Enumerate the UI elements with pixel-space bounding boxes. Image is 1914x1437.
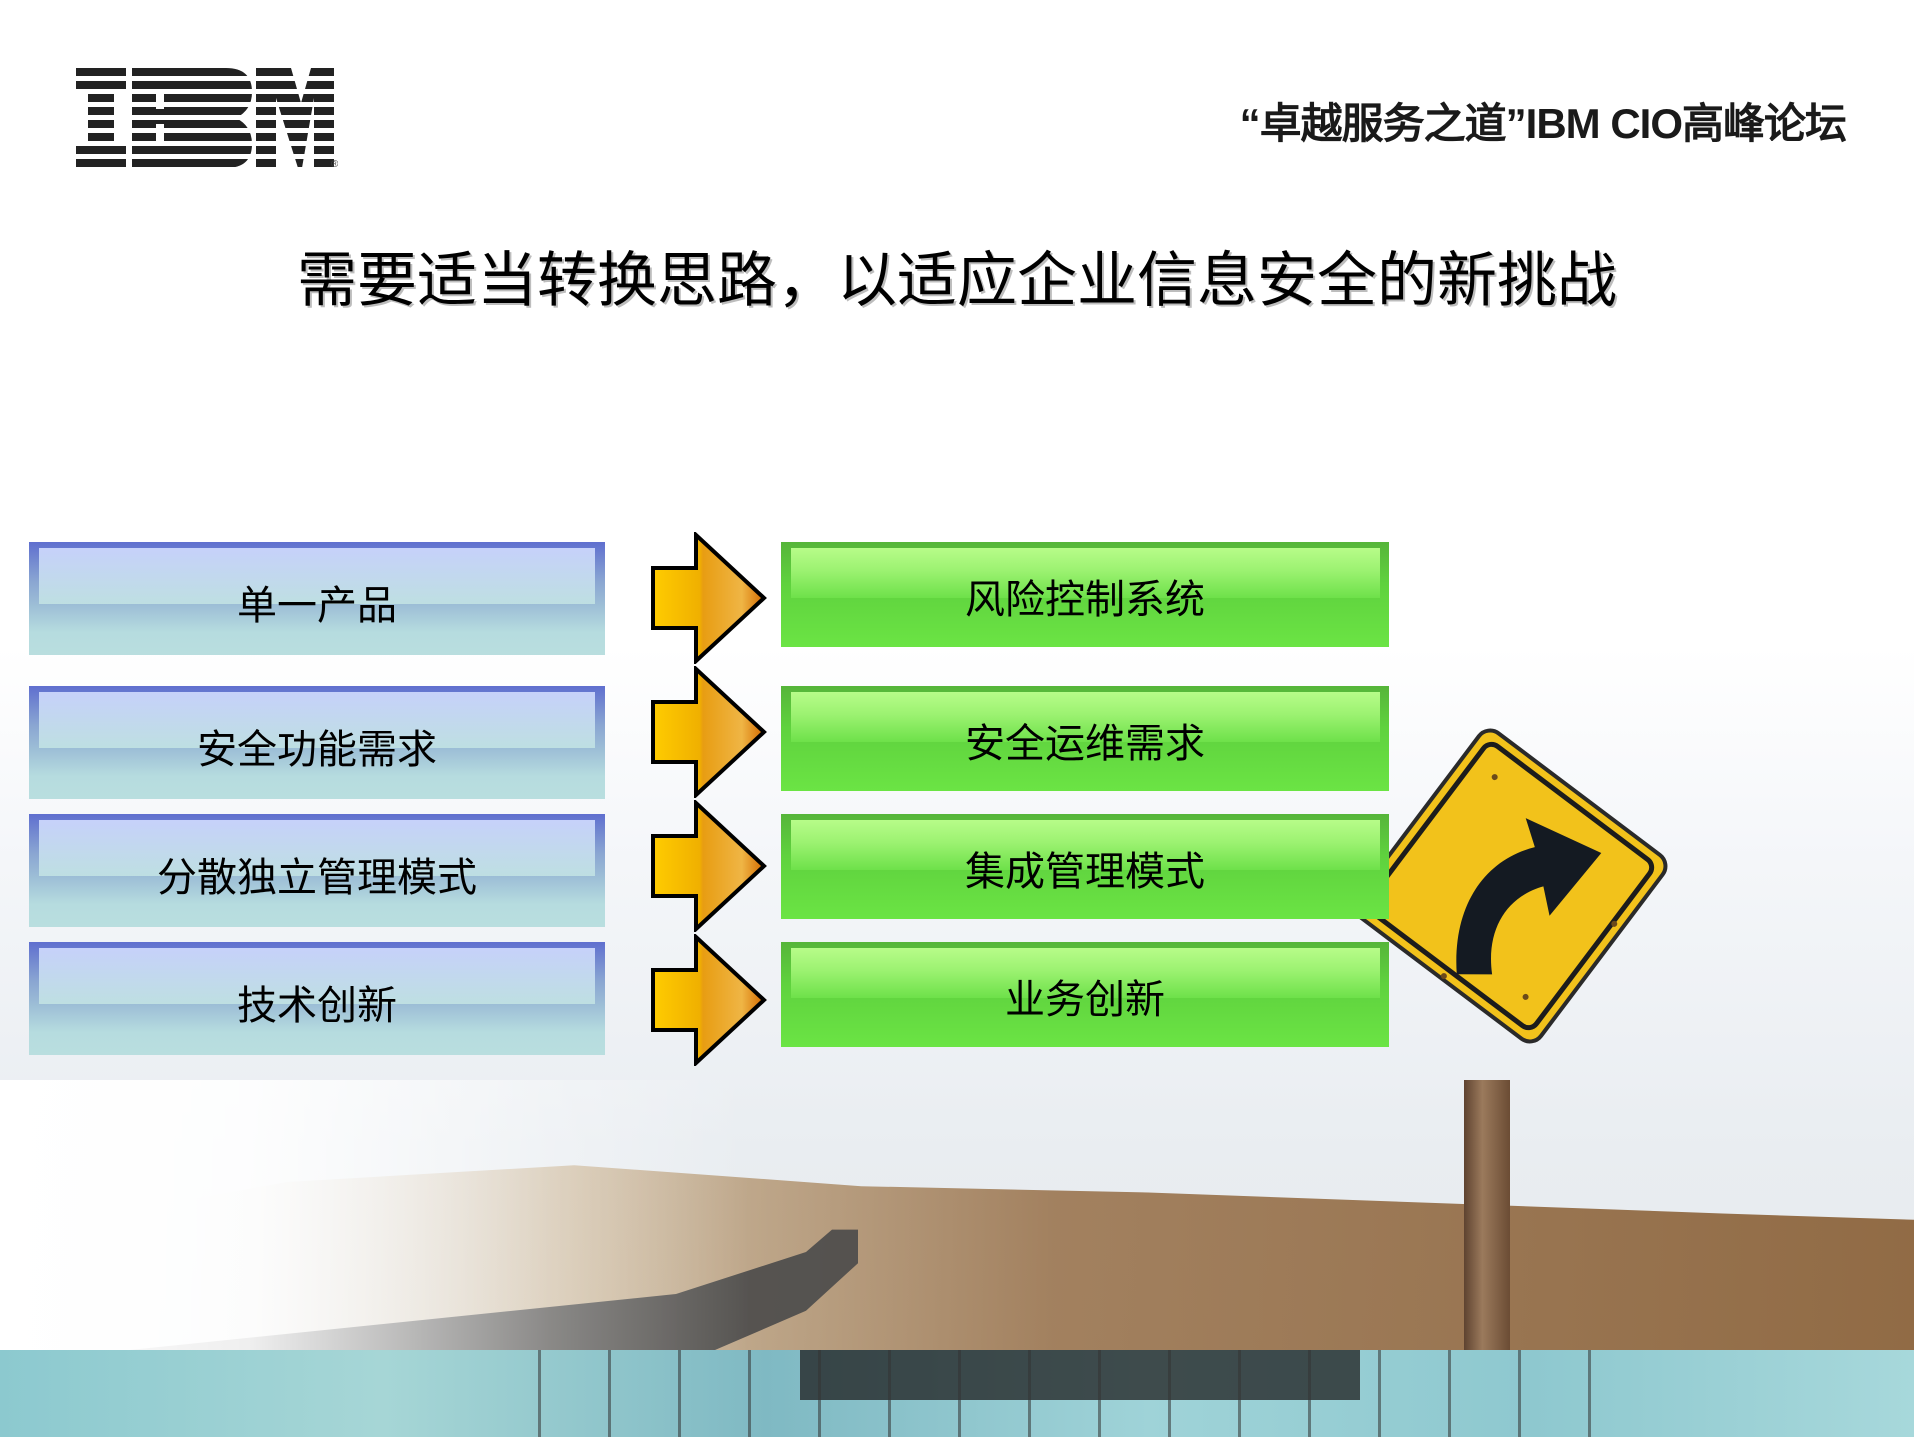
right-arrow-icon — [651, 666, 767, 798]
from-box: 单一产品 — [29, 542, 605, 655]
to-box: 风险控制系统 — [781, 542, 1389, 647]
from-box-label: 分散独立管理模式 — [157, 854, 477, 901]
from-box: 安全功能需求 — [29, 686, 605, 799]
from-box-label: 技术创新 — [237, 982, 397, 1029]
from-box: 技术创新 — [29, 942, 605, 1055]
forum-title: “卓越服务之道”IBM CIO高峰论坛 — [1239, 100, 1847, 147]
right-arrow-icon — [651, 800, 767, 932]
to-box-label: 安全运维需求 — [965, 720, 1205, 767]
fog-overlay — [0, 1080, 1000, 1350]
to-box-label: 风险控制系统 — [965, 576, 1205, 623]
curve-right-road-sign-icon — [1340, 716, 1680, 1056]
to-box-label: 业务创新 — [1005, 976, 1165, 1023]
chairs-silhouette — [500, 1350, 1600, 1437]
from-box-label: 单一产品 — [237, 582, 397, 629]
from-box-label: 安全功能需求 — [197, 726, 437, 773]
bottom-photo-strip — [0, 1350, 1914, 1437]
to-box: 集成管理模式 — [781, 814, 1389, 919]
page-title: 需要适当转换思路，以适应企业信息安全的新挑战 — [297, 246, 1617, 316]
ibm-logo: ® — [76, 68, 338, 168]
to-box: 安全运维需求 — [781, 686, 1389, 791]
from-box: 分散独立管理模式 — [29, 814, 605, 927]
to-box-label: 集成管理模式 — [965, 848, 1205, 895]
right-arrow-icon — [651, 532, 767, 664]
to-box: 业务创新 — [781, 942, 1389, 1047]
svg-text:®: ® — [331, 159, 338, 168]
sign-post — [1464, 1080, 1510, 1350]
right-arrow-icon — [651, 934, 767, 1066]
